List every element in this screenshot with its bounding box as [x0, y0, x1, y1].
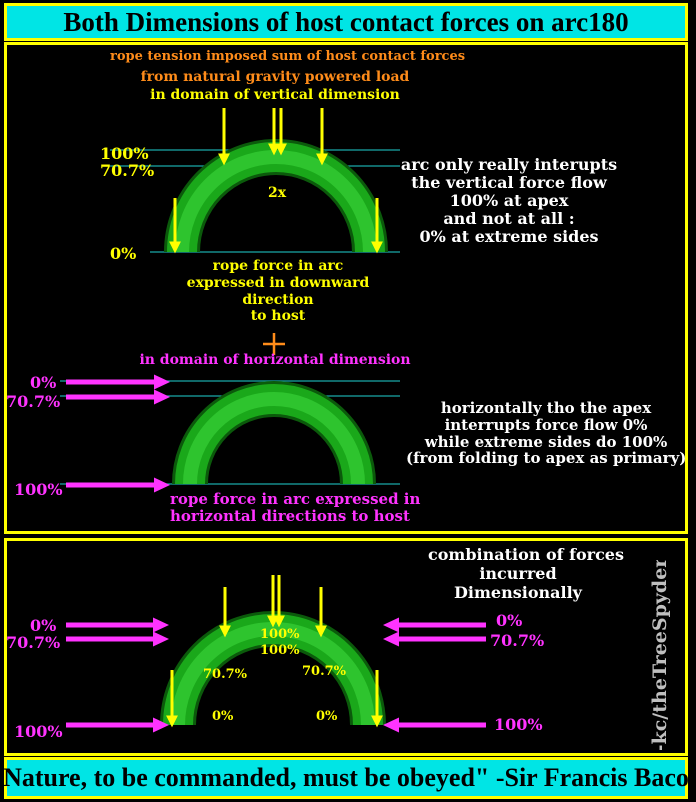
horizontal-label-100: 100%	[14, 480, 63, 499]
page-title: Both Dimensions of host contact forces o…	[4, 3, 688, 41]
vertical-caption-line: expressed in downward	[186, 274, 370, 291]
combined-panel	[4, 538, 688, 756]
horizontal-note-line: while extreme sides do 100%	[424, 432, 668, 451]
combined-vertical-arrows	[166, 575, 383, 728]
horizontal-note-line: interrupts force flow 0%	[444, 415, 648, 434]
horizontal-label-70: 70.7%	[6, 392, 61, 411]
combined-right-70: 70.7%	[490, 631, 545, 650]
vertical-note-line: arc only really interupts	[400, 155, 618, 174]
signature-text: -kc/theTreeSpyder	[649, 560, 671, 750]
vertical-caption-line: to host	[250, 308, 306, 325]
combined-right-100: 100%	[494, 715, 543, 734]
combined-mid-left: 70.7%	[203, 667, 248, 682]
horizontal-label-0: 0%	[30, 373, 57, 392]
combined-heading: combination of forces incurred Dimension…	[428, 545, 624, 603]
signature: -kc/theTreeSpyder	[649, 560, 671, 750]
combined-right-0: 0%	[496, 611, 523, 630]
vertical-label-100: 100%	[100, 144, 149, 163]
vertical-label-2x: 2x	[268, 185, 287, 201]
combined-heading-line: incurred	[479, 564, 557, 584]
vertical-force-arrows	[169, 108, 383, 254]
combined-horizontal-arrows	[66, 617, 486, 733]
combined-base-left: 0%	[212, 709, 234, 724]
vertical-note: arc only really interupts the vertical f…	[396, 156, 622, 246]
combined-left-70: 70.7%	[6, 633, 61, 652]
horizontal-note: horizontally tho the apex interrupts for…	[406, 400, 686, 467]
vertical-label-70: 70.7%	[100, 161, 155, 180]
vertical-arc	[164, 139, 388, 253]
combined-base-right: 0%	[316, 709, 338, 724]
vertical-caption-line: rope force in arc	[212, 258, 344, 274]
vertical-header-line1: rope tension imposed sum of host contact…	[110, 49, 466, 64]
vertical-header-line2: from natural gravity powered load	[140, 69, 410, 85]
combined-left-100: 100%	[14, 722, 63, 741]
horizontal-arc	[172, 381, 376, 485]
combined-apex-top: 100%	[260, 627, 300, 642]
footer-quote: "Nature, to be commanded, must be obeyed…	[0, 757, 696, 799]
combined-heading-line: Dimensionally	[454, 583, 582, 603]
horizontal-header: in domain of horizontal dimension	[139, 352, 411, 368]
combined-left-0: 0%	[30, 616, 57, 635]
horizontal-caption-line: horizontal directions to host	[170, 506, 410, 525]
vertical-note-line: and not at all :	[443, 208, 575, 228]
vertical-note-line: 100% at apex	[449, 190, 569, 210]
vertical-caption: rope force in arc expressed in downward …	[178, 258, 378, 325]
vertical-label-0: 0%	[110, 244, 137, 263]
horizontal-force-arrows	[66, 374, 171, 493]
horizontal-note-line: (from folding to apex as primary)	[406, 449, 687, 468]
combined-mid-right: 70.7%	[302, 664, 347, 679]
horizontal-note-line: horizontally tho the apex	[440, 399, 652, 417]
vertical-horizontal-panel	[4, 42, 688, 534]
horizontal-caption: rope force in arc expressed in horizonta…	[170, 490, 421, 525]
vertical-note-line: the vertical force flow	[411, 172, 607, 192]
plus-sign	[263, 333, 285, 355]
vertical-header-line3: in domain of vertical dimension	[150, 87, 400, 103]
vertical-caption-line: direction	[242, 291, 314, 308]
horizontal-caption-line: rope force in arc expressed in	[170, 490, 421, 508]
combined-heading-line: combination of forces	[428, 545, 624, 564]
combined-apex-bottom: 100%	[260, 643, 300, 658]
combined-arc	[160, 611, 386, 726]
vertical-note-line: 0% at extreme sides	[419, 226, 599, 246]
